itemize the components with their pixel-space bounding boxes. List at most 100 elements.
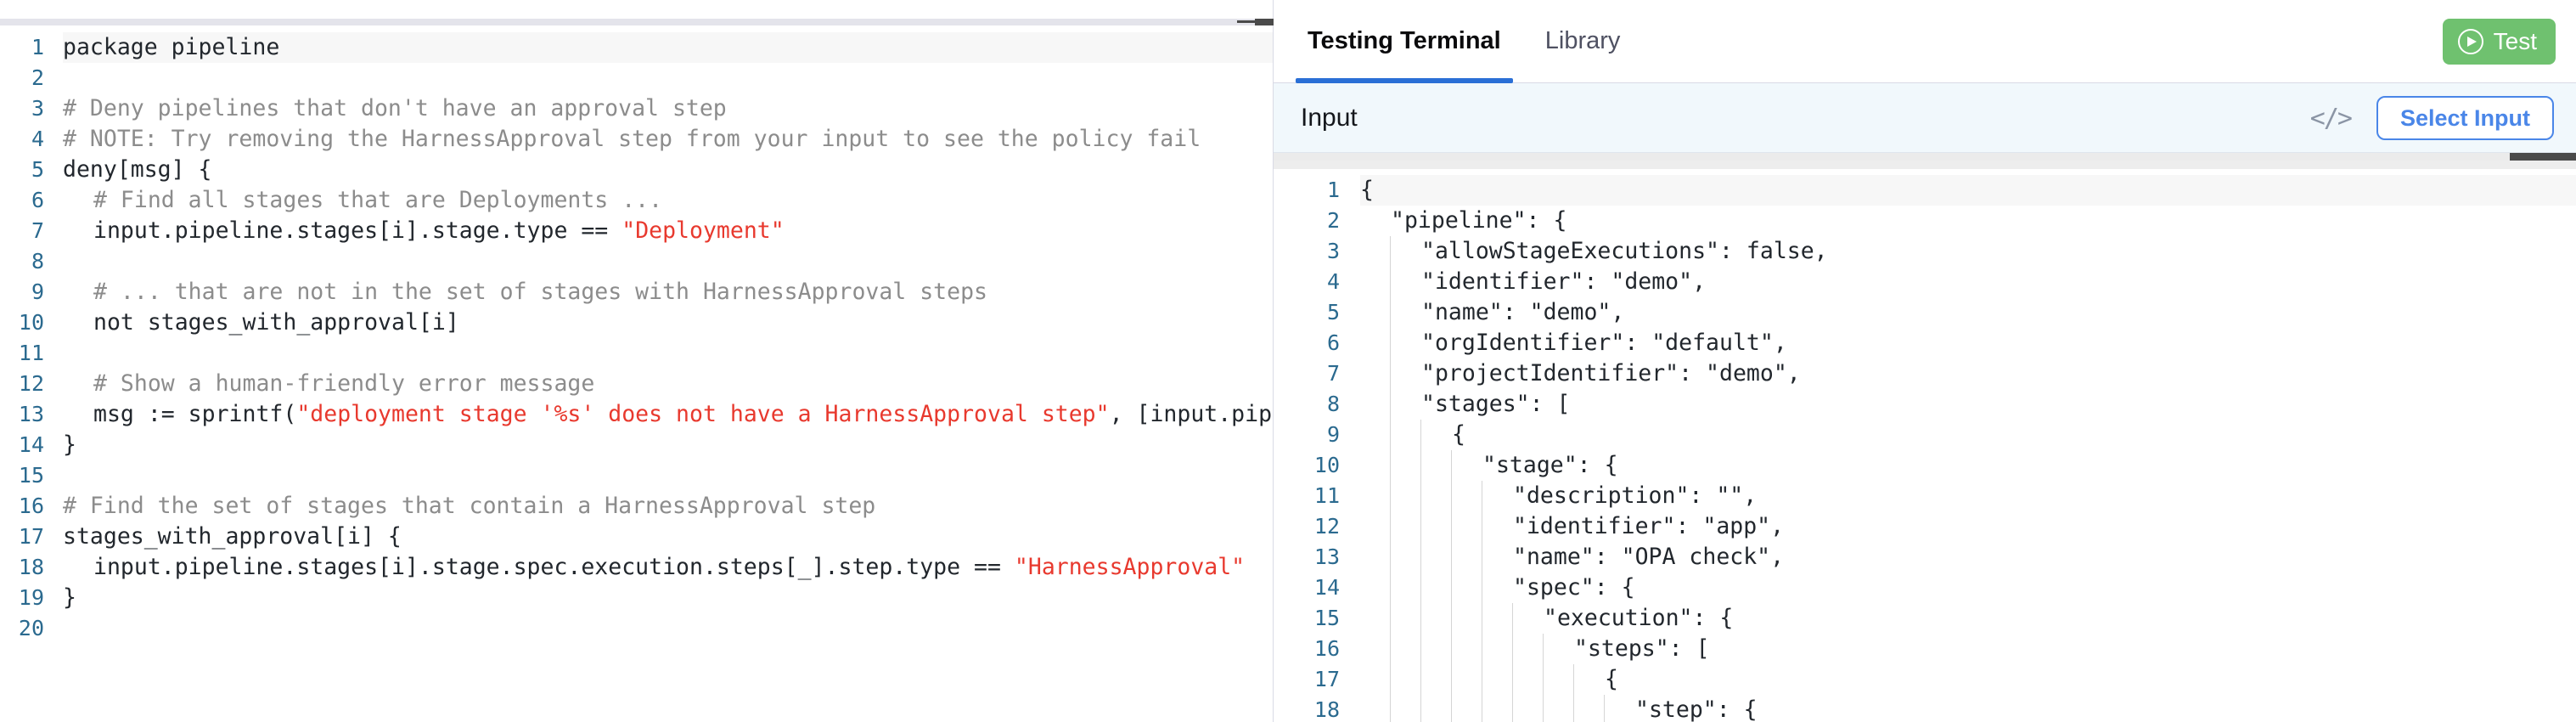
- json-line[interactable]: 2"pipeline": {: [1274, 206, 2576, 236]
- json-line-number: 15: [1313, 606, 1340, 630]
- indent-guide: [1360, 236, 1391, 267]
- json-input-editor[interactable]: 1{2"pipeline": {3"allowStageExecutions":…: [1274, 153, 2576, 722]
- code-token: # Show a human-friendly error message: [93, 370, 595, 397]
- code-token: deny[msg] {: [63, 156, 212, 183]
- code-token: "deployment stage '%s' does not have a H…: [296, 401, 1110, 427]
- json-token: "description": "",: [1513, 482, 1758, 509]
- code-brackets-icon[interactable]: </>: [2309, 103, 2353, 133]
- line-number: 3: [31, 96, 44, 121]
- json-line-number: 16: [1313, 636, 1340, 661]
- json-line[interactable]: 17{: [1274, 664, 2576, 695]
- indent-guide: [1390, 481, 1421, 511]
- code-line[interactable]: 13 msg := sprintf("deployment stage '%s' …: [0, 399, 1273, 430]
- json-line[interactable]: 7"projectIdentifier": "demo",: [1274, 358, 2576, 389]
- indent-guide: [1390, 267, 1421, 297]
- json-line[interactable]: 9{: [1274, 420, 2576, 450]
- code-line[interactable]: 20: [0, 613, 1273, 644]
- json-line[interactable]: 5"name": "demo",: [1274, 297, 2576, 328]
- code-token: input.pipeline.stages[i].stage.spec.exec…: [93, 554, 1015, 580]
- json-line-number: 4: [1326, 269, 1340, 294]
- json-line[interactable]: 11"description": "",: [1274, 481, 2576, 511]
- code-line[interactable]: 12 # Show a human-friendly error message: [0, 369, 1273, 399]
- indent-guide: [1482, 695, 1513, 722]
- json-line[interactable]: 8"stages": [: [1274, 389, 2576, 420]
- indent-guide: [1390, 358, 1421, 389]
- json-line[interactable]: 15"execution": {: [1274, 603, 2576, 634]
- indent-guide: [1390, 511, 1421, 542]
- json-line[interactable]: 18"step": {: [1274, 695, 2576, 722]
- json-line[interactable]: 6"orgIdentifier": "default",: [1274, 328, 2576, 358]
- code-line-text: [63, 246, 1273, 277]
- json-line-text: "steps": [: [1360, 634, 2576, 664]
- indent-guide: [1390, 695, 1421, 722]
- select-input-button[interactable]: Select Input: [2376, 96, 2554, 140]
- code-line[interactable]: 15: [0, 460, 1273, 491]
- code-token: }: [63, 432, 76, 458]
- tab-library[interactable]: Library: [1523, 0, 1643, 83]
- line-number: 11: [18, 341, 44, 365]
- json-horizontal-scrollbar[interactable]: [1274, 153, 2576, 161]
- indent-guide: [1420, 573, 1452, 603]
- code-line[interactable]: 18 input.pipeline.stages[i].stage.spec.ex…: [0, 552, 1273, 583]
- indent-guide: [1451, 450, 1482, 481]
- code-line[interactable]: 19}: [0, 583, 1273, 613]
- code-line[interactable]: 14}: [0, 430, 1273, 460]
- code-line[interactable]: 3 # Deny pipelines that don't have an app…: [0, 93, 1273, 124]
- json-line[interactable]: 12"identifier": "app",: [1274, 511, 2576, 542]
- json-token: "spec": {: [1513, 574, 1635, 601]
- line-number: 12: [18, 371, 44, 396]
- input-panel-actions: </> Select Input: [2310, 83, 2554, 153]
- indent-guide: [1360, 328, 1391, 358]
- code-token: msg := sprintf(: [93, 401, 297, 427]
- indent-guide: [1482, 481, 1513, 511]
- minimize-icon[interactable]: [1237, 20, 1256, 23]
- indent-guide: [63, 185, 93, 216]
- indent-guide: [1360, 634, 1391, 664]
- code-line-text: # Deny pipelines that don't have an appr…: [63, 93, 1273, 124]
- indent-guide: [1543, 695, 1574, 722]
- code-token: , [input.pipel: [1109, 401, 1273, 427]
- code-line[interactable]: 8: [0, 246, 1273, 277]
- tab-testing-terminal-label: Testing Terminal: [1308, 27, 1501, 54]
- indent-guide: [63, 369, 93, 399]
- editor-horizontal-scrollbar[interactable]: [0, 19, 1273, 25]
- indent-guide: [1420, 603, 1452, 634]
- json-scrollbar-thumb[interactable]: [2510, 153, 2576, 161]
- test-button[interactable]: Test: [2442, 19, 2556, 65]
- json-line[interactable]: 1{: [1274, 175, 2576, 206]
- line-number: 13: [18, 402, 44, 426]
- indent-guide: [1390, 297, 1421, 328]
- json-line[interactable]: 16 "steps": [: [1274, 634, 2576, 664]
- code-line-text: # Find the set of stages that contain a …: [63, 491, 1273, 522]
- json-line[interactable]: 3"allowStageExecutions": false,: [1274, 236, 2576, 267]
- json-line[interactable]: 13"name": "OPA check",: [1274, 542, 2576, 573]
- indent-guide: [1420, 481, 1452, 511]
- code-line[interactable]: 2: [0, 63, 1273, 93]
- code-line-text: [63, 63, 1273, 93]
- json-line[interactable]: 4"identifier": "demo",: [1274, 267, 2576, 297]
- indent-guide: [1360, 450, 1391, 481]
- tab-testing-terminal[interactable]: Testing Terminal: [1285, 0, 1523, 83]
- code-line[interactable]: 11: [0, 338, 1273, 369]
- json-token: "name": "OPA check",: [1513, 544, 1785, 570]
- json-line[interactable]: 10"stage": {: [1274, 450, 2576, 481]
- line-number: 18: [18, 555, 44, 579]
- code-token: # NOTE: Try removing the HarnessApproval…: [63, 126, 1201, 152]
- json-line-number: 2: [1326, 208, 1340, 233]
- code-line[interactable]: 16# Find the set of stages that contain …: [0, 491, 1273, 522]
- json-code-lines[interactable]: 1{2"pipeline": {3"allowStageExecutions":…: [1274, 156, 2576, 722]
- code-line[interactable]: 9# ... that are not in the set of stages…: [0, 277, 1273, 307]
- code-line[interactable]: 6# Find all stages that are Deployments …: [0, 185, 1273, 216]
- line-number: 4: [31, 127, 44, 151]
- json-line-number: 7: [1326, 361, 1340, 386]
- json-line[interactable]: 14"spec": {: [1274, 573, 2576, 603]
- code-line[interactable]: 4 # NOTE: Try removing the HarnessApprova…: [0, 124, 1273, 155]
- terminal-tabs-bar: Testing Terminal Library Test: [1274, 0, 2576, 83]
- indent-guide: [1482, 542, 1513, 573]
